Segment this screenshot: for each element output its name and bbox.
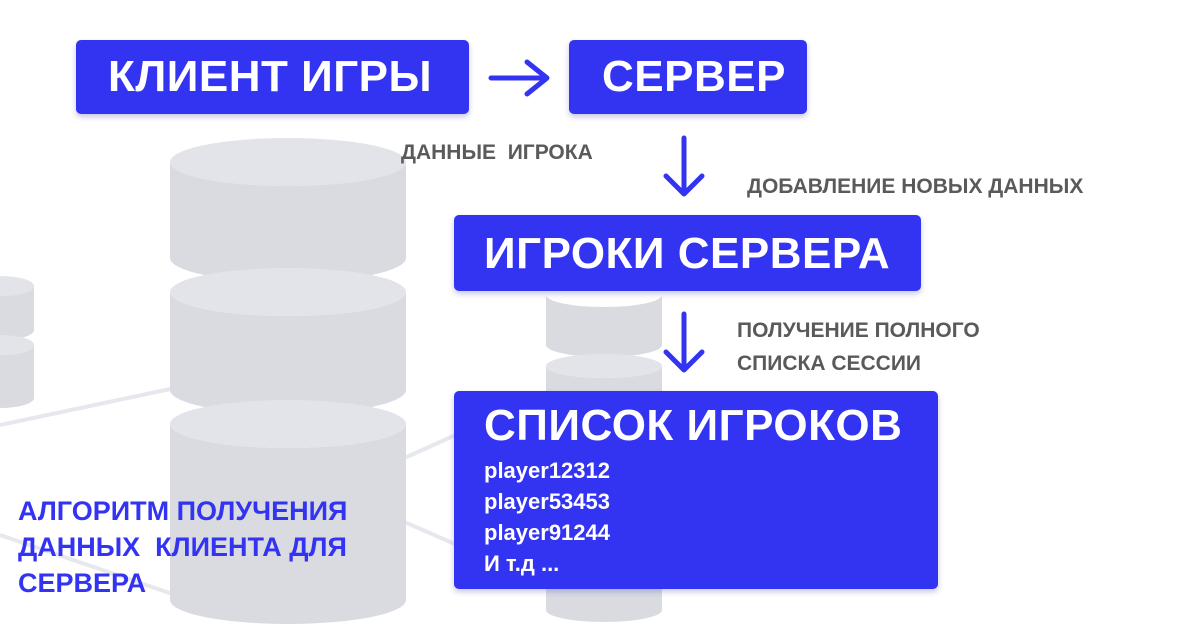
server-box: СЕРВЕР: [569, 40, 807, 114]
full-session-list-line: СПИСКА СЕССИИ: [737, 352, 922, 375]
server-players-box: ИГРОКИ СЕРВЕРА: [454, 215, 921, 291]
diagram-title: АЛГОРИТМ ПОЛУЧЕНИЯ ДАННЫХ КЛИЕНТА ДЛЯ СЕ…: [18, 493, 347, 601]
add-new-data-label: ДОБАВЛЕНИЕ НОВЫХ ДАННЫХ: [747, 175, 1084, 198]
player-list-title: СПИСОК ИГРОКОВ: [484, 401, 903, 450]
arrow-down-icon: [663, 135, 705, 197]
player-list: player12312 player53453 player91244 И т.…: [484, 455, 610, 579]
arrow-down-icon: [663, 311, 705, 373]
game-client-label: КЛИЕНТ ИГРЫ: [108, 52, 433, 101]
full-session-list-line: ПОЛУЧЕНИЕ ПОЛНОГО: [737, 319, 980, 342]
player-list-box: СПИСОК ИГРОКОВ player12312 player53453 p…: [454, 391, 938, 589]
title-line: АЛГОРИТМ ПОЛУЧЕНИЯ: [18, 496, 348, 526]
list-item: player53453: [484, 489, 610, 514]
server-label: СЕРВЕР: [602, 52, 786, 101]
database-icon-large: [170, 138, 406, 624]
server-players-label: ИГРОКИ СЕРВЕРА: [484, 229, 891, 278]
game-client-box: КЛИЕНТ ИГРЫ: [76, 40, 469, 114]
list-item: player91244: [484, 520, 610, 545]
arrow-right-icon: [488, 59, 550, 97]
title-line: ДАННЫХ КЛИЕНТА ДЛЯ: [18, 532, 347, 562]
list-item: player12312: [484, 458, 610, 483]
player-data-label: ДАННЫЕ ИГРОКА: [401, 141, 593, 164]
full-session-list-label: ПОЛУЧЕНИЕ ПОЛНОГО СПИСКА СЕССИИ: [737, 314, 980, 380]
database-icon-left: [0, 276, 34, 408]
title-line: СЕРВЕРА: [18, 568, 147, 598]
list-item: И т.д ...: [484, 551, 560, 576]
